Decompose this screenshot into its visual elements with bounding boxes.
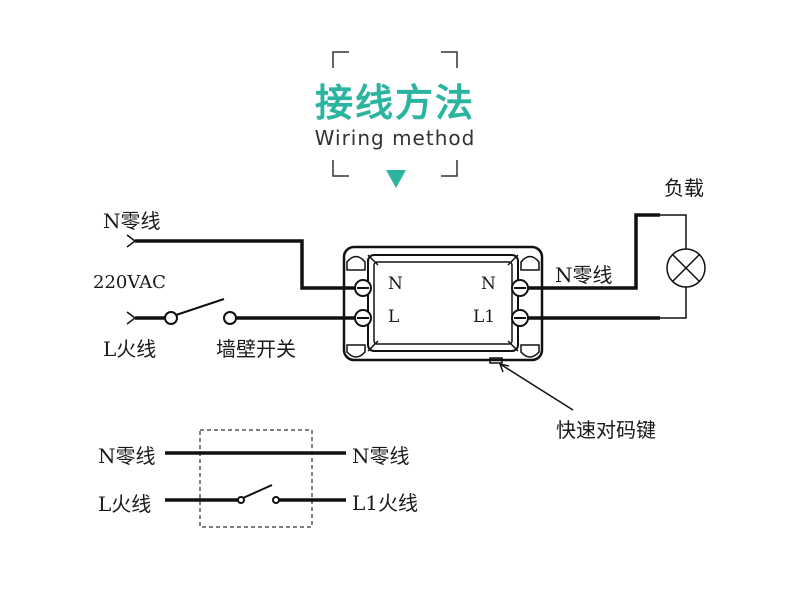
down-arrow-icon bbox=[386, 170, 406, 188]
page-title: 接线方法 bbox=[314, 81, 475, 125]
schematic-right-live-label: L1火线 bbox=[352, 491, 419, 515]
schematic-left-live-label: L火线 bbox=[98, 492, 152, 516]
schematic-right-neutral-label: N零线 bbox=[352, 444, 410, 468]
input-live-wire bbox=[126, 298, 358, 325]
schematic-left-neutral-label: N零线 bbox=[98, 444, 156, 468]
terminal-in-l-label: L bbox=[388, 307, 400, 327]
terminal-out-n-label: N bbox=[481, 274, 496, 294]
terminal-in-n-label: N bbox=[388, 274, 403, 294]
page-subtitle: Wiring method bbox=[314, 126, 476, 150]
output-neutral-wire bbox=[528, 213, 687, 290]
load-lamp-icon bbox=[666, 248, 706, 288]
input-neutral-label: N零线 bbox=[103, 209, 161, 233]
schematic-live-line bbox=[165, 484, 346, 504]
input-live-label: L火线 bbox=[103, 337, 157, 361]
load-label: 负载 bbox=[664, 176, 704, 200]
output-live-wire bbox=[528, 287, 687, 320]
voltage-label: 220VAC bbox=[93, 272, 166, 293]
output-neutral-label: N零线 bbox=[555, 263, 613, 287]
schematic-box bbox=[199, 429, 313, 528]
terminal-screws bbox=[354, 279, 529, 327]
quick-pair-key-pointer bbox=[498, 362, 574, 411]
terminal-out-l1-label: L1 bbox=[473, 307, 496, 327]
input-neutral-wire bbox=[126, 234, 358, 290]
quick-pair-key-label: 快速对码键 bbox=[556, 418, 656, 442]
wall-switch-label: 墙壁开关 bbox=[216, 337, 296, 361]
title-frame bbox=[332, 51, 458, 177]
smart-switch-module bbox=[342, 245, 544, 364]
